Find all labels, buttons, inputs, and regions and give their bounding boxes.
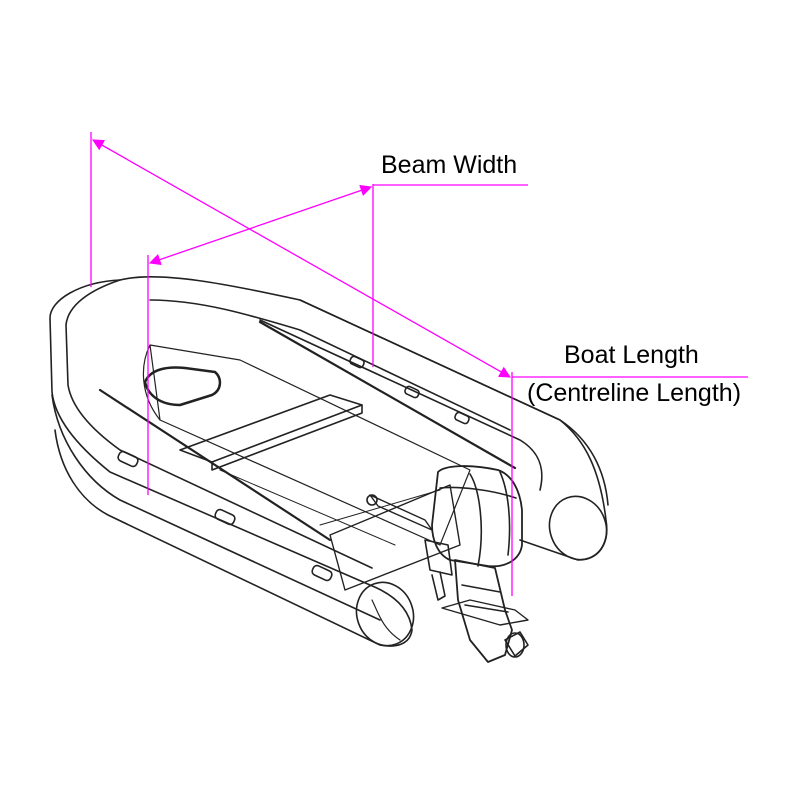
transom — [329, 484, 461, 591]
tiller — [369, 494, 433, 531]
left-tube-inner — [65, 279, 373, 569]
inflatable-boat-drawing — [49, 275, 609, 663]
motor-cowling — [431, 465, 523, 568]
right-tube-outer — [299, 299, 608, 561]
outboard-motor — [366, 465, 529, 663]
left-tube-outer — [49, 279, 413, 647]
dimension-lines — [90, 132, 748, 596]
boat-length-label: Boat Length — [564, 341, 699, 369]
left-tube-lower — [51, 394, 381, 621]
centreline-length-label: (Centreline Length) — [527, 379, 742, 407]
left-tube-end — [355, 581, 415, 647]
bow-hatch — [143, 366, 222, 407]
beam-width-label: Beam Width — [381, 151, 518, 179]
right-tube-inner — [259, 319, 543, 491]
deck — [149, 344, 471, 546]
beam-width-arrow — [148, 184, 373, 266]
propeller — [505, 632, 525, 658]
right-tube-end — [548, 495, 608, 561]
